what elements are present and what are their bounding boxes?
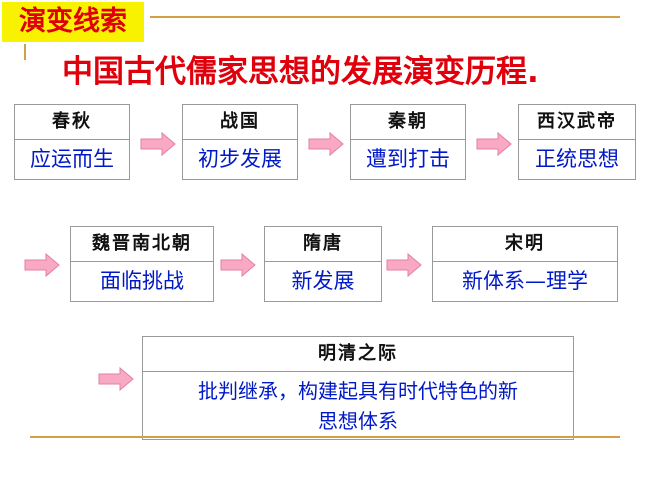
stage-box-qin: 秦朝 遭到打击 bbox=[350, 104, 466, 180]
stage-period: 宋明 bbox=[433, 227, 617, 262]
section-tag: 演变线索 bbox=[2, 2, 144, 42]
right-arrow-icon bbox=[140, 131, 176, 157]
stage-desc: 新体系—理学 bbox=[462, 269, 588, 293]
stage-desc: 遭到打击 bbox=[366, 147, 450, 171]
stage-box-xihan: 西汉武帝 正统思想 bbox=[518, 104, 636, 180]
stage-desc-line1: 批判继承，构建起具有时代特色的新 bbox=[198, 379, 518, 403]
stage-box-weijin: 魏晋南北朝 面临挑战 bbox=[70, 226, 214, 302]
stage-desc: 正统思想 bbox=[535, 147, 619, 171]
top-rule-line bbox=[150, 16, 620, 18]
right-arrow-icon bbox=[386, 252, 422, 278]
stage-desc: 初步发展 bbox=[198, 147, 282, 171]
stage-desc: 批判继承，构建起具有时代特色的新 思想体系 bbox=[143, 372, 573, 436]
stage-period: 西汉武帝 bbox=[519, 105, 635, 140]
left-rule-line bbox=[24, 44, 26, 60]
right-arrow-icon bbox=[98, 366, 134, 392]
stage-period: 明清之际 bbox=[143, 337, 573, 372]
stage-box-mingqing: 明清之际 批判继承，构建起具有时代特色的新 思想体系 bbox=[142, 336, 574, 440]
stage-box-suitang: 隋唐 新发展 bbox=[264, 226, 382, 302]
right-arrow-icon bbox=[220, 252, 256, 278]
stage-desc-line2: 思想体系 bbox=[318, 409, 398, 433]
stage-box-songming: 宋明 新体系—理学 bbox=[432, 226, 618, 302]
stage-desc: 应运而生 bbox=[30, 147, 114, 171]
stage-desc: 面临挑战 bbox=[100, 269, 184, 293]
stage-desc: 新发展 bbox=[291, 269, 355, 293]
page-title: 中国古代儒家思想的发展演变历程. bbox=[62, 54, 539, 90]
stage-period: 隋唐 bbox=[265, 227, 381, 262]
stage-box-zhanguo: 战国 初步发展 bbox=[182, 104, 298, 180]
stage-period: 战国 bbox=[183, 105, 297, 140]
right-arrow-icon bbox=[308, 131, 344, 157]
stage-period: 魏晋南北朝 bbox=[71, 227, 213, 262]
stage-period: 春秋 bbox=[15, 105, 129, 140]
bottom-rule-line bbox=[30, 436, 620, 438]
stage-box-chunqiu: 春秋 应运而生 bbox=[14, 104, 130, 180]
stage-period: 秦朝 bbox=[351, 105, 465, 140]
right-arrow-icon bbox=[476, 131, 512, 157]
right-arrow-icon bbox=[24, 252, 60, 278]
